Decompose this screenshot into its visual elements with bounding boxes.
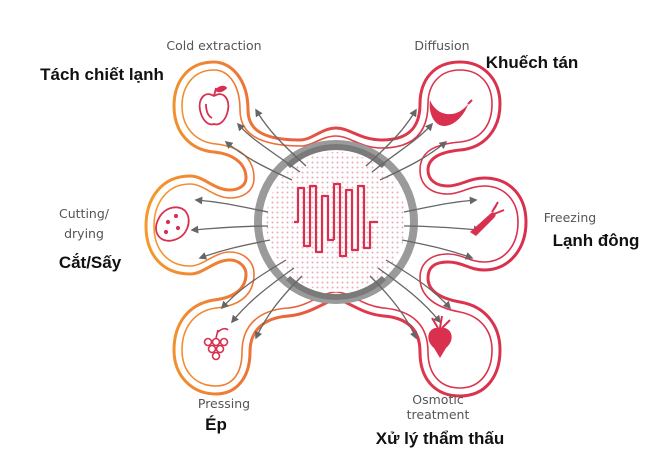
label-vi-cold-extraction: Tách chiết lạnh bbox=[40, 65, 164, 84]
arrow-freezing-2 bbox=[403, 225, 482, 234]
label-en-osmotic-line1: Osmotic bbox=[412, 392, 464, 407]
arrow-diffusion-3 bbox=[365, 108, 417, 167]
pulse-waveform bbox=[294, 182, 378, 258]
arrow-cold-extraction-1 bbox=[236, 122, 301, 173]
label-en-freezing: Freezing bbox=[544, 210, 596, 225]
arrow-pressing-3 bbox=[255, 275, 303, 340]
label-en-cutting-line2: drying bbox=[64, 226, 104, 241]
label-vi-diffusion: Khuếch tán bbox=[486, 53, 579, 72]
chamber-dotted-fill bbox=[266, 152, 406, 292]
arrow-freezing-1 bbox=[403, 196, 478, 213]
arrow-cold-extraction-2 bbox=[224, 141, 293, 181]
arrow-cutting-2 bbox=[190, 225, 269, 234]
grapes-icon bbox=[203, 327, 229, 361]
electrode-bottom bbox=[285, 275, 387, 301]
label-vi-osmotic-treatment: Xử lý thẩm thấu bbox=[376, 429, 505, 448]
outline-inner bbox=[153, 69, 519, 389]
label-vi-cutting-drying: Cắt/Sấy bbox=[59, 253, 122, 272]
arrow-osmotic-1 bbox=[377, 267, 441, 324]
flower-outline bbox=[144, 60, 528, 398]
arrows bbox=[190, 108, 482, 340]
arrow-cutting-3 bbox=[198, 239, 271, 260]
arrow-diffusion-1 bbox=[371, 122, 434, 173]
label-vi-pressing: Ép bbox=[205, 415, 227, 434]
carrot-icon bbox=[470, 201, 505, 236]
beet-icon bbox=[428, 315, 452, 358]
label-en-cold-extraction: Cold extraction bbox=[166, 38, 261, 53]
arrow-pressing-1 bbox=[231, 267, 295, 324]
arrow-cold-extraction-3 bbox=[255, 108, 307, 167]
label-en-pressing: Pressing bbox=[198, 396, 250, 411]
arrow-cutting-1 bbox=[194, 196, 269, 213]
electrode-top bbox=[285, 143, 387, 169]
arrow-diffusion-2 bbox=[379, 141, 448, 181]
label-en-diffusion: Diffusion bbox=[414, 38, 469, 53]
apple-icon bbox=[198, 85, 230, 126]
label-en-cutting-line1: Cutting/ bbox=[59, 206, 110, 221]
label-vi-freezing: Lạnh đông bbox=[553, 231, 640, 250]
arrow-osmotic-2 bbox=[385, 259, 452, 310]
arrow-osmotic-3 bbox=[369, 275, 417, 340]
center-chamber bbox=[254, 140, 418, 304]
label-en-osmotic-line2: treatment bbox=[407, 407, 470, 422]
arrow-freezing-3 bbox=[401, 239, 474, 260]
arrow-pressing-2 bbox=[220, 259, 287, 310]
banana-icon bbox=[429, 99, 473, 126]
potato-icon bbox=[155, 206, 190, 242]
outline-outer bbox=[144, 60, 528, 398]
